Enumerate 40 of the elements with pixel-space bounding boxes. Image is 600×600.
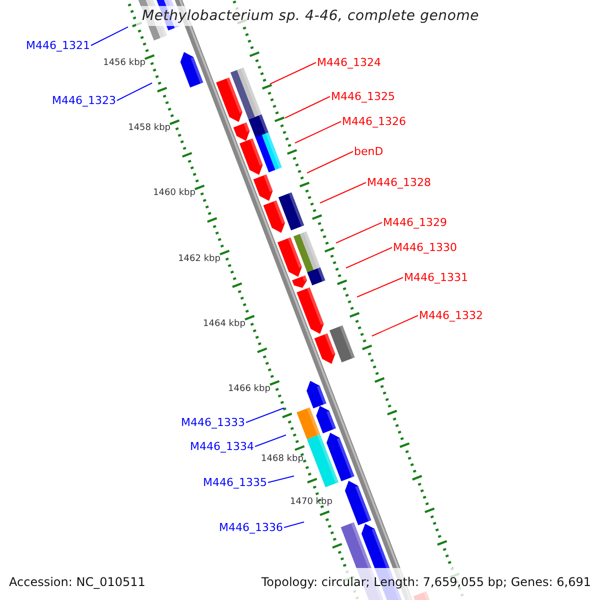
leader-line bbox=[245, 408, 284, 423]
leader-line bbox=[270, 62, 316, 84]
leader-line bbox=[254, 434, 286, 447]
gene-label: M446_1326 bbox=[342, 115, 406, 128]
scale-label: 1462 kbp bbox=[178, 254, 220, 265]
gene-label: M446_1331 bbox=[404, 271, 468, 284]
leader-line bbox=[356, 277, 404, 298]
leader-line bbox=[294, 121, 342, 144]
leader-line bbox=[320, 182, 366, 204]
gene-label: M446_1333 bbox=[181, 416, 245, 429]
gene-label: M446_1325 bbox=[331, 90, 395, 103]
scale-label: 1464 kbp bbox=[203, 318, 246, 330]
leader-line bbox=[90, 26, 128, 46]
gene-label: M446_1334 bbox=[190, 440, 254, 453]
scale-label: 1468 kbp bbox=[261, 454, 304, 466]
gene-label: M446_1332 bbox=[419, 309, 483, 322]
gene-label: M446_1323 bbox=[52, 94, 116, 107]
leader-line bbox=[372, 315, 418, 336]
gene-label: M446_1321 bbox=[26, 39, 90, 52]
gene-label: M446_1329 bbox=[383, 216, 447, 229]
gene-label: benD bbox=[354, 145, 384, 158]
gene-label: M446_1330 bbox=[393, 241, 457, 254]
leader-line bbox=[284, 96, 330, 118]
footer-text: Accession: NC_010511 bbox=[9, 575, 146, 589]
footer-text: Topology: circular; Length: 7,659,055 bp; Genes: 6,691 bbox=[261, 575, 591, 589]
gene-label: M446_1335 bbox=[203, 476, 267, 489]
scale-label: 1466 kbp bbox=[228, 384, 270, 395]
leader-line bbox=[336, 222, 382, 244]
scale-label: 1460 kbp bbox=[153, 188, 196, 200]
leader-line bbox=[283, 522, 304, 528]
leader-line bbox=[346, 247, 392, 268]
gene-label: M446_1328 bbox=[367, 176, 431, 189]
scale-label: 1458 kbp bbox=[128, 123, 170, 134]
gene-label: M446_1336 bbox=[219, 521, 283, 534]
scale-label: 1470 kbp bbox=[290, 497, 332, 508]
leader-line bbox=[306, 151, 354, 174]
scale-label: 1456 kbp bbox=[103, 58, 146, 69]
leader-line bbox=[267, 476, 294, 483]
leader-line bbox=[116, 82, 152, 101]
gene-label: M446_1324 bbox=[317, 56, 381, 69]
